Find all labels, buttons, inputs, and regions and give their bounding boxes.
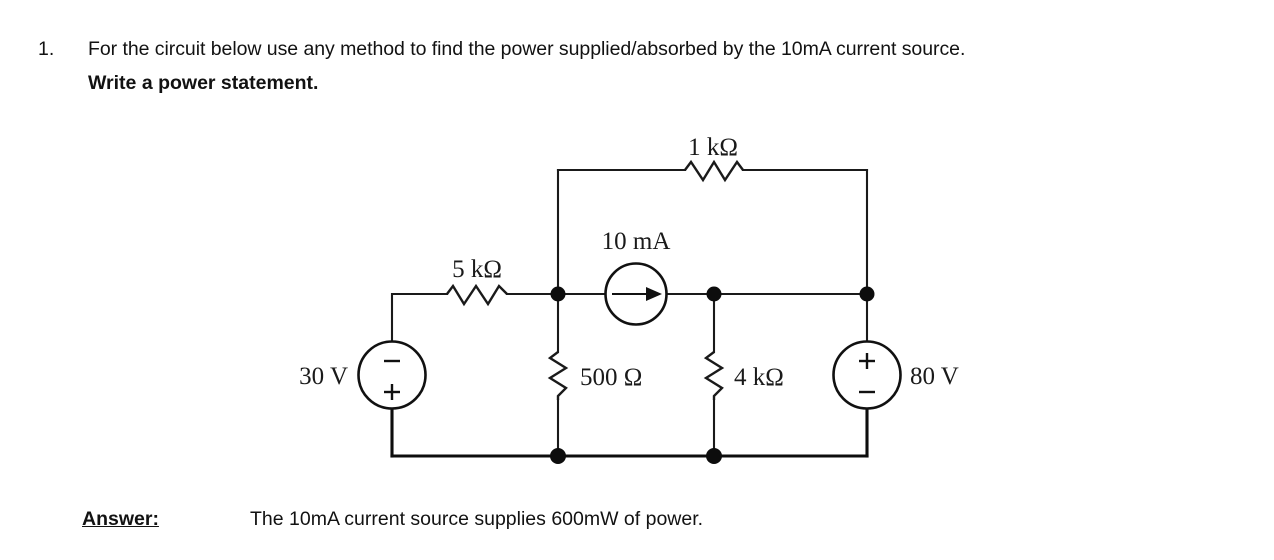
- node-dot-bottom-center: [550, 448, 566, 464]
- current-source-10ma-label: 10 mA: [602, 228, 671, 255]
- node-dot-top-right: [859, 286, 875, 302]
- voltage-source-30v: [357, 340, 427, 410]
- question-text-line-2: Write a power statement.: [88, 72, 319, 94]
- resistor-5k-symbol: [446, 283, 508, 307]
- resistor-4k-label: 4 kΩ: [734, 364, 784, 391]
- resistor-1k-symbol: [684, 159, 744, 183]
- resistor-4k-symbol: [703, 351, 725, 400]
- top-branch-wire: [556, 168, 869, 296]
- answer-label: Answer:: [82, 508, 159, 530]
- answer-text: The 10mA current source supplies 600mW o…: [250, 508, 704, 530]
- resistor-500-label: 500 Ω: [580, 364, 642, 391]
- resistor-1k-label: 1 kΩ: [688, 134, 738, 161]
- current-source-10ma: [604, 262, 668, 326]
- voltage-source-80v: [832, 340, 902, 410]
- node-dot-top-left-center: [550, 286, 566, 302]
- voltage-source-80v-label: 80 V: [910, 363, 959, 390]
- left-branch-wire: [390, 292, 560, 458]
- voltage-source-30v-label: 30 V: [299, 363, 348, 390]
- node-dot-top-right-center: [706, 286, 722, 302]
- question-text-line-1: For the circuit below use any method to …: [88, 38, 966, 60]
- question-number: 1.: [38, 38, 55, 60]
- node-dot-bottom-right: [706, 448, 722, 464]
- resistor-5k-label: 5 kΩ: [452, 256, 502, 283]
- junction-dots: [550, 286, 875, 464]
- resistor-500-symbol: [547, 351, 569, 400]
